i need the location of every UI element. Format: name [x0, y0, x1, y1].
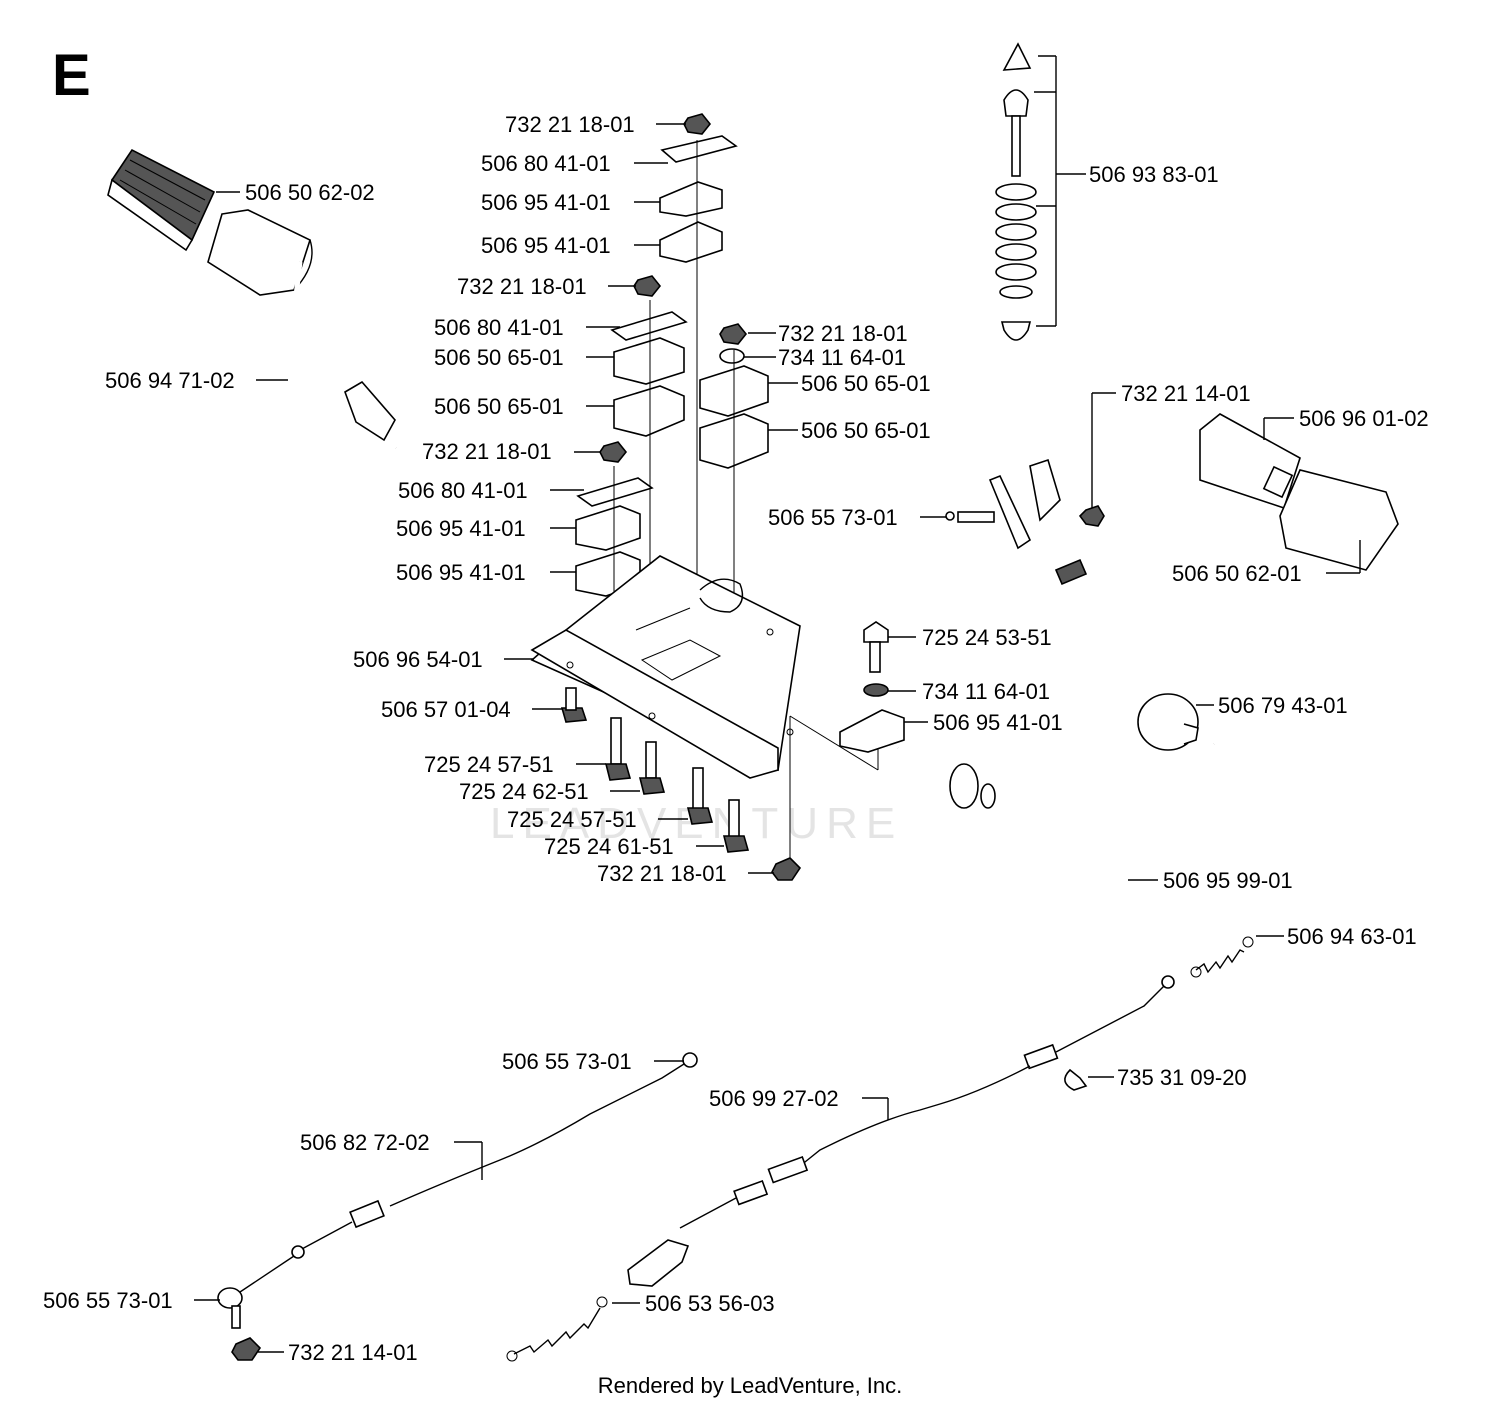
- mounting-plate: [530, 555, 879, 860]
- callout-label: 506 95 41-01: [481, 190, 611, 215]
- clip: [1064, 1068, 1088, 1091]
- callout-label: 506 94 71-02: [105, 368, 235, 393]
- left-pedal-arm: [283, 261, 398, 451]
- leader-lines: [194, 55, 1361, 1353]
- callout-label: 732 21 18-01: [505, 112, 635, 137]
- spring-upper: [1190, 936, 1254, 978]
- left-pedal-pad: [107, 148, 216, 252]
- callout-label: 506 50 65-01: [434, 394, 564, 419]
- callout-label: 506 99 27-02: [709, 1086, 839, 1111]
- callout-label: 506 96 54-01: [353, 647, 483, 672]
- callout-label: 732 21 14-01: [1121, 381, 1251, 406]
- shock-absorber: [995, 42, 1037, 341]
- callout-label: 506 96 01-02: [1299, 406, 1429, 431]
- callout-label: 506 93 83-01: [1089, 162, 1219, 187]
- callout-label: 506 95 99-01: [1163, 868, 1293, 893]
- callout-label: 732 21 18-01: [597, 861, 727, 886]
- callout-label: 732 21 18-01: [778, 321, 908, 346]
- callout-label: 506 95 41-01: [933, 710, 1063, 735]
- callout-label: 506 82 72-02: [300, 1130, 430, 1155]
- callout-label: 506 95 41-01: [396, 560, 526, 585]
- callout-label: 506 50 65-01: [801, 418, 931, 443]
- callout-label: 735 31 09-20: [1117, 1065, 1247, 1090]
- callout-label: 506 80 41-01: [434, 315, 564, 340]
- callout-label: 506 95 41-01: [481, 233, 611, 258]
- callout-label: 506 57 01-04: [381, 697, 511, 722]
- callout-label: 506 95 41-01: [396, 516, 526, 541]
- callout-label: 725 24 57-51: [507, 807, 637, 832]
- middle-left-stack: [610, 275, 688, 437]
- callout-label: 506 50 62-02: [245, 180, 375, 205]
- callout-label: 506 55 73-01: [43, 1288, 173, 1313]
- right-small-stack: [839, 621, 905, 753]
- callout-label: 506 55 73-01: [502, 1049, 632, 1074]
- callout-label: 506 50 65-01: [801, 371, 931, 396]
- spring-lower: [506, 1296, 608, 1362]
- callout-label: 732 21 18-01: [457, 274, 587, 299]
- callout-labels: 732 21 18-01 506 80 41-01 506 95 41-01 5…: [43, 112, 1429, 1365]
- middle-right-stack: [699, 323, 769, 469]
- callout-label: 734 11 64-01: [778, 345, 906, 370]
- callout-label: 734 11 64-01: [922, 679, 1050, 704]
- callout-label: 506 80 41-01: [398, 478, 528, 503]
- bolts: [560, 687, 802, 881]
- section-letter: E: [52, 43, 91, 108]
- callout-label: 506 53 56-03: [645, 1291, 775, 1316]
- callout-label: 506 79 43-01: [1218, 693, 1348, 718]
- callout-label: 725 24 57-51: [424, 752, 554, 777]
- control-lever: [896, 693, 1216, 872]
- callout-label: 506 80 41-01: [481, 151, 611, 176]
- top-stack: [659, 113, 738, 263]
- callout-label: 725 24 53-51: [922, 625, 1052, 650]
- long-cable: [627, 975, 1175, 1287]
- right-pedal-assembly: [945, 413, 1399, 586]
- callout-label: 506 50 65-01: [434, 345, 564, 370]
- callout-label: 725 24 62-51: [459, 779, 589, 804]
- callout-label: 506 55 73-01: [768, 505, 898, 530]
- callout-label: 725 24 61-51: [544, 834, 674, 859]
- credit-text: Rendered by LeadVenture, Inc.: [598, 1373, 903, 1398]
- callout-label: 732 21 18-01: [422, 439, 552, 464]
- callout-label: 506 94 63-01: [1287, 924, 1417, 949]
- short-cable: [217, 1052, 698, 1361]
- callout-label: 506 50 62-01: [1172, 561, 1302, 586]
- callout-label: 732 21 14-01: [288, 1340, 418, 1365]
